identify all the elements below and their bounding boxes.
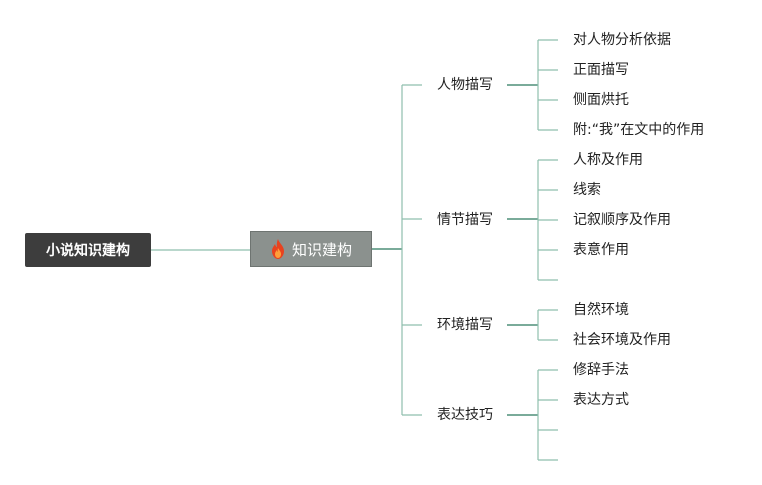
leaf-node[interactable]: 表达方式 (573, 392, 629, 408)
leaf-node[interactable]: 记叙顺序及作用 (573, 212, 671, 228)
center-node-label: 知识建构 (291, 240, 352, 259)
branch-node-setting[interactable]: 环境描写 (437, 317, 493, 333)
leaf-node[interactable]: 人称及作用 (573, 152, 643, 168)
leaf-node[interactable]: 线索 (573, 182, 601, 198)
flame-icon (270, 239, 286, 259)
leaf-node[interactable]: 附:“我”在文中的作用 (573, 122, 705, 138)
leaf-node[interactable]: 社会环境及作用 (573, 332, 671, 348)
branch-node-plot[interactable]: 情节描写 (437, 212, 493, 228)
center-node[interactable]: 知识建构 (250, 231, 372, 267)
leaf-node[interactable]: 侧面烘托 (573, 92, 629, 108)
branch-node-character[interactable]: 人物描写 (437, 77, 493, 93)
leaf-node[interactable]: 正面描写 (573, 62, 629, 78)
root-node[interactable]: 小说知识建构 (25, 233, 151, 267)
leaf-node[interactable]: 自然环境 (573, 302, 629, 318)
leaf-node[interactable]: 对人物分析依据 (573, 32, 671, 48)
leaf-node[interactable]: 修辞手法 (573, 362, 629, 378)
leaf-node[interactable]: 表意作用 (573, 242, 629, 258)
root-node-label: 小说知识建构 (46, 243, 130, 259)
branch-node-technique[interactable]: 表达技巧 (437, 407, 493, 423)
